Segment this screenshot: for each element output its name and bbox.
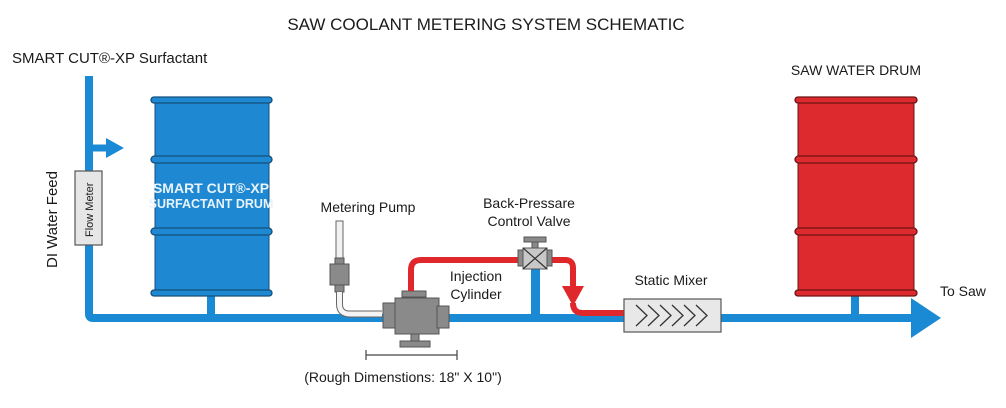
surfactant-source-label: SMART CUT®-XP Surfactant	[12, 50, 208, 67]
flow-meter-label: Flow Meter	[84, 182, 96, 237]
flow-meter: Flow Meter	[74, 170, 103, 246]
surfactant-drum: SMART CUT®-XP SURFACTANT DRUM	[149, 96, 274, 297]
static-mixer-label: Static Mixer	[634, 272, 707, 288]
di-water-feed-label: DI Water Feed	[44, 171, 61, 268]
branch-arrow-icon	[106, 138, 124, 158]
metering-pump	[329, 220, 382, 318]
main-water-line	[85, 76, 915, 322]
injection-cylinder-label-line1: Injection	[450, 268, 502, 284]
diagram-title: SAW COOLANT METERING SYSTEM SCHEMATIC	[287, 15, 684, 34]
water-pipe	[85, 76, 941, 338]
saw-drum-outlet	[851, 296, 859, 318]
injection-cylinder-label-line2: Cylinder	[450, 286, 502, 302]
static-mixer	[623, 298, 722, 333]
surfactant-drum-outlet	[207, 295, 215, 318]
injection-arrow-icon	[562, 286, 584, 306]
saw-water-drum-label: SAW WATER DRUM	[791, 62, 921, 78]
to-saw-arrow-icon	[911, 298, 941, 338]
back-pressure-valve	[517, 236, 553, 270]
to-saw-label: To Saw	[940, 283, 987, 299]
dimension-marker	[365, 350, 458, 360]
surfactant-injection-line	[408, 257, 626, 316]
saw-water-drum	[794, 96, 918, 297]
dimensions-label: (Rough Dimenstions: 18" X 10")	[304, 369, 501, 385]
injection-cylinder	[382, 290, 450, 348]
back-pressure-valve-label-line2: Control Valve	[487, 213, 570, 229]
surfactant-drum-label-line1: SMART CUT®-XP	[153, 180, 269, 196]
mixer-chevrons-icon	[635, 304, 708, 327]
surfactant-drum-label-line2: SURFACTANT DRUM	[149, 197, 274, 211]
back-pressure-valve-label-line1: Back-Pressare	[483, 195, 575, 211]
metering-pump-label: Metering Pump	[321, 199, 416, 215]
valve-riser	[531, 268, 540, 318]
